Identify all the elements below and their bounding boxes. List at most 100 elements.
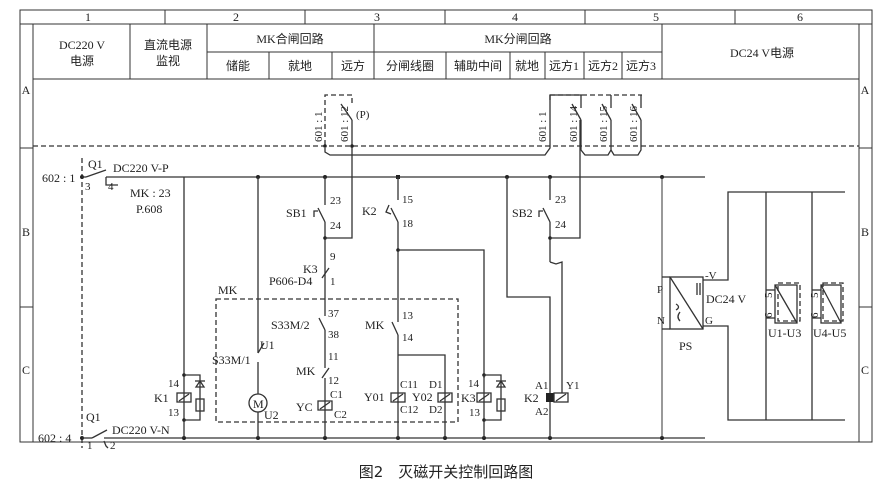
k3-coil-label: K3 bbox=[461, 391, 476, 405]
y02-pin-d1: D1 bbox=[429, 379, 442, 391]
header-open-remote1: 远方1 bbox=[549, 58, 579, 73]
y01-coil-label: Y01 bbox=[364, 390, 385, 404]
column-number-3: 3 bbox=[374, 10, 380, 24]
bus-dc220-p bbox=[80, 169, 705, 186]
terminal-602-4: 602 : 4 bbox=[38, 431, 71, 445]
header-close-remote: 远方 bbox=[341, 58, 365, 73]
relay-k1 bbox=[176, 177, 206, 438]
k2-contact-label: K2 bbox=[362, 204, 377, 218]
figure-caption: 图2 灭磁开关控制回路图 bbox=[359, 463, 534, 481]
header-close-energy-storage: 储能 bbox=[226, 58, 250, 73]
sb2-label: SB2 bbox=[512, 206, 533, 220]
k1-pin-14: 14 bbox=[168, 378, 180, 390]
u1u3-label: U1-U3 bbox=[768, 326, 801, 340]
sb1-pin-23: 23 bbox=[330, 195, 342, 207]
drawing-frame bbox=[19, 9, 873, 443]
bus-dc220-n-label: DC220 V-N bbox=[112, 423, 170, 437]
k2-pin-15: 15 bbox=[402, 194, 414, 206]
motor-u1: U1 bbox=[260, 338, 275, 352]
y01-pin-c11: C11 bbox=[400, 379, 418, 391]
u1u3-pin-5: 5 bbox=[763, 292, 775, 298]
s33m2-label: S33M/2 bbox=[271, 318, 310, 332]
sb1-pin-24: 24 bbox=[330, 220, 342, 232]
sb2-pin-24: 24 bbox=[555, 219, 567, 231]
relay-k3 bbox=[476, 373, 507, 438]
k2-pin-18: 18 bbox=[402, 218, 414, 230]
bus-dc220-p-label: DC220 V-P bbox=[113, 161, 169, 175]
isolator-u1-u3 bbox=[765, 192, 801, 420]
header-table bbox=[33, 24, 859, 80]
s33m2-pin-37: 37 bbox=[328, 308, 340, 320]
yc-coil-label: YC bbox=[296, 400, 313, 414]
row-letter-b-right: B bbox=[861, 225, 869, 239]
q1-bottom-label: Q1 bbox=[86, 410, 101, 424]
mk-nc-pin-11: 11 bbox=[328, 351, 339, 363]
motor-u2: U2 bbox=[264, 408, 279, 422]
k3-pin-1: 1 bbox=[330, 276, 336, 288]
isolator-u4-u5 bbox=[811, 192, 844, 420]
k3-pin-9: 9 bbox=[330, 251, 336, 263]
motor-branch bbox=[248, 177, 268, 438]
ps-output-voltage: DC24 V bbox=[706, 292, 746, 306]
k1-label: K1 bbox=[154, 391, 169, 405]
mk-no-pin-14: 14 bbox=[402, 332, 414, 344]
terminal-601-12: 601 : 12 bbox=[339, 106, 351, 142]
k3-contact-label: K3 bbox=[303, 262, 318, 276]
row-letter-a-left: A bbox=[22, 83, 31, 97]
k1-pin-13: 13 bbox=[168, 407, 180, 419]
bus-dc220-n bbox=[80, 429, 705, 449]
k2-coil-pin-a2: A2 bbox=[535, 406, 548, 418]
q1-pin-2: 2 bbox=[110, 440, 116, 452]
p608-reference: P.608 bbox=[136, 202, 162, 216]
q1-pin-4: 4 bbox=[108, 181, 114, 193]
terminal-601-1-right: 601 : 1 bbox=[537, 111, 549, 142]
header-dc-monitor-line2: 监视 bbox=[156, 53, 180, 68]
terminal-602-1: 602 : 1 bbox=[42, 171, 75, 185]
row-letter-c-right: C bbox=[861, 363, 869, 377]
y02-pin-d2: D2 bbox=[429, 404, 442, 416]
u4u5-pin-6: 6 bbox=[809, 312, 821, 318]
mk-no-pin-13: 13 bbox=[402, 310, 414, 322]
u1u3-pin-6: 6 bbox=[763, 312, 775, 318]
header-dc-monitor-line1: 直流电源 bbox=[144, 38, 192, 52]
q1-pin-3: 3 bbox=[85, 181, 91, 193]
header-open-remote3: 远方3 bbox=[626, 58, 656, 73]
mk23-reference: MK : 23 bbox=[130, 186, 171, 200]
column-number-1: 1 bbox=[85, 10, 91, 24]
u4u5-pin-5: 5 bbox=[809, 292, 821, 298]
header-dc24-source: DC24 V电源 bbox=[730, 46, 794, 60]
row-letter-a-right: A bbox=[861, 83, 870, 97]
power-supply-ps bbox=[661, 177, 845, 438]
header-mk-open-circuit: MK分闸回路 bbox=[484, 31, 551, 46]
y01-pin-c12: C12 bbox=[400, 404, 418, 416]
ps-pin-n: N bbox=[657, 315, 665, 327]
k2-coil-pin-a1: A1 bbox=[535, 380, 548, 392]
header-open-aux-relay: 辅助中间 bbox=[454, 58, 502, 73]
s33m2-pin-38: 38 bbox=[328, 329, 340, 341]
k3-coil-pin-14: 14 bbox=[468, 378, 480, 390]
y02-coil-label: Y02 bbox=[412, 390, 433, 404]
header-dc220-source-line2: 电源 bbox=[70, 54, 94, 68]
column-number-2: 2 bbox=[233, 10, 239, 24]
sb2-pin-23: 23 bbox=[555, 194, 567, 206]
terminal-601-16: 601 : 16 bbox=[628, 105, 640, 142]
q1-top-label: Q1 bbox=[88, 157, 103, 171]
u4u5-label: U4-U5 bbox=[813, 326, 846, 340]
header-close-local: 就地 bbox=[288, 59, 312, 73]
header-dc220-source-line1: DC220 V bbox=[59, 38, 105, 52]
ps-pin-minus-v: -V bbox=[705, 270, 717, 282]
column-number-5: 5 bbox=[653, 10, 659, 24]
q1-pin-1: 1 bbox=[87, 440, 93, 452]
mk-no-label: MK bbox=[365, 318, 385, 332]
header-open-remote2: 远方2 bbox=[588, 58, 618, 73]
mk-breaker-enclosure bbox=[215, 298, 459, 423]
motor-symbol: M bbox=[253, 397, 264, 411]
header-mk-close-circuit: MK合闸回路 bbox=[256, 31, 323, 46]
ps-pin-g: G bbox=[705, 315, 713, 327]
column-number-4: 4 bbox=[512, 10, 518, 24]
trip-circuit-branch bbox=[385, 177, 485, 438]
ps-label: PS bbox=[679, 339, 692, 353]
terminal-p-label: (P) bbox=[356, 109, 370, 121]
mk-nc-pin-12: 12 bbox=[328, 375, 339, 387]
